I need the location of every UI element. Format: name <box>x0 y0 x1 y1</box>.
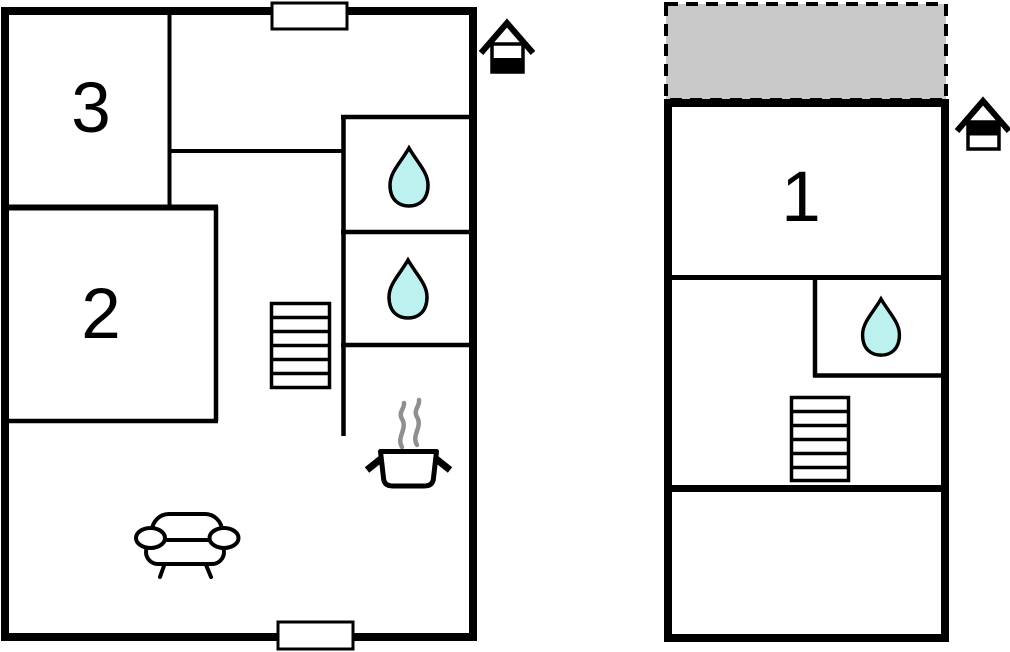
sofa-icon <box>134 512 241 579</box>
water-drop-icon <box>860 295 902 357</box>
house-level-upper-icon <box>954 96 1010 151</box>
stairs-icon <box>269 301 332 390</box>
upper-floor-outline <box>664 99 949 642</box>
upper-floor-plan: 1 <box>664 2 1010 642</box>
terrace-area <box>664 2 948 102</box>
room-label-2: 2 <box>81 275 121 354</box>
stairs-icon <box>789 395 851 483</box>
house-level-ground-icon <box>478 18 536 74</box>
room-label-3: 3 <box>71 69 111 148</box>
stove-pot-icon <box>364 397 453 489</box>
wall-opening-bottom <box>276 620 355 651</box>
ground-floor-plan: 3 2 <box>1 1 536 651</box>
water-drop-icon <box>388 144 430 208</box>
room-label-1: 1 <box>781 158 821 237</box>
wall-opening-top <box>270 1 349 31</box>
water-drop-icon <box>387 256 429 320</box>
